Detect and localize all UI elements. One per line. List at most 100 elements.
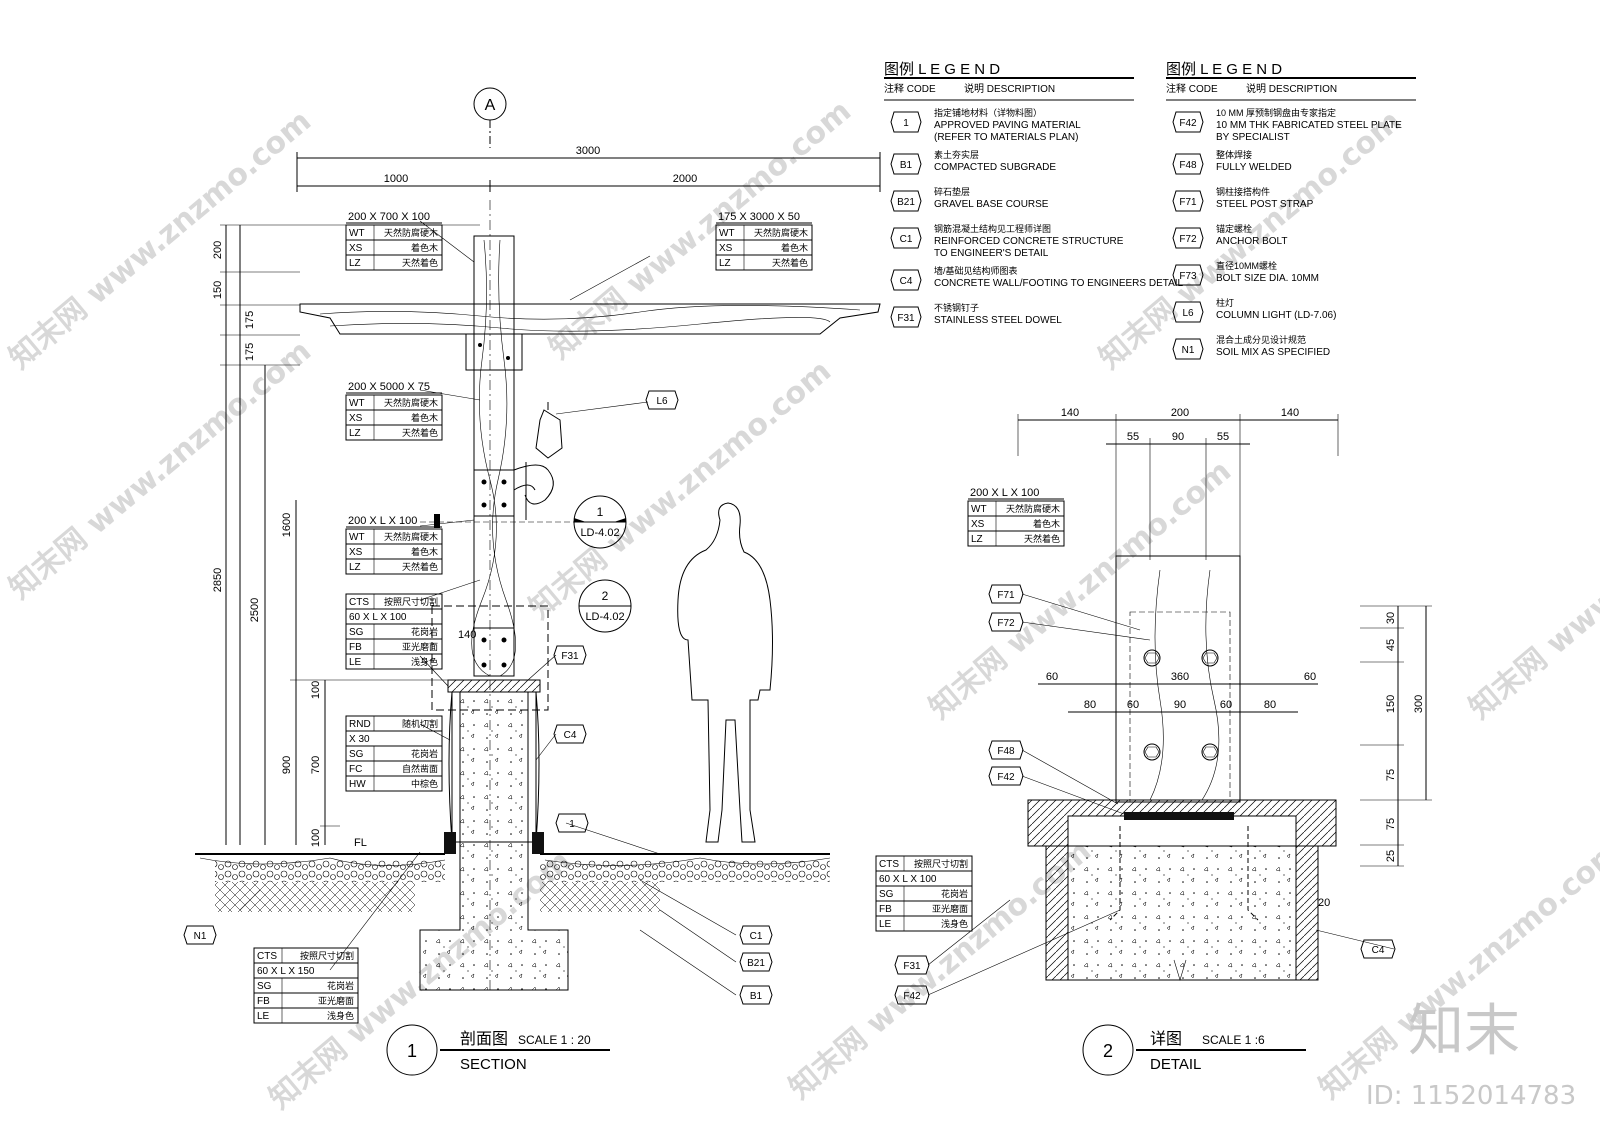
dim-right: 2000	[673, 173, 697, 185]
legend-desc-cn: 指定铺地材料（详物料图）	[934, 107, 1042, 118]
tag-1: 1	[555, 813, 589, 833]
material-label-code: FB	[349, 642, 362, 653]
legend-code-tag: F73	[1172, 264, 1204, 286]
detail-dim: 45	[1385, 639, 1397, 651]
detail-dim: 60	[1046, 671, 1058, 683]
tag-f72: F72	[988, 612, 1024, 632]
detail-dim: 80	[1084, 699, 1096, 711]
legend-code-tag: L6	[1172, 301, 1204, 323]
legend-code-tag: B21	[890, 190, 922, 212]
post	[473, 235, 515, 677]
material-label-title: 200 X 5000 X 75	[348, 381, 430, 393]
detail-dim: 20	[1318, 897, 1330, 909]
dim-v: 100	[310, 829, 322, 847]
legend-code-tag: F31	[890, 306, 922, 328]
legend-code: C4	[900, 276, 913, 287]
watermark-text: 知末网 www.znzmo.com	[543, 94, 858, 367]
legend-col-desc: 说明 DESCRIPTION	[1246, 82, 1337, 95]
ground-layers	[195, 853, 831, 912]
anchor-bolts	[1143, 649, 1219, 761]
legend-col-code: 注释 CODE	[884, 82, 936, 95]
material-label-code: SG	[879, 889, 894, 900]
tag-code: C4	[1372, 945, 1385, 956]
section-title-en: SECTION	[460, 1056, 527, 1073]
material-label-desc: 着色木	[411, 412, 438, 423]
material-label-code: LE	[257, 1011, 270, 1022]
section-title: 1 剖面图 SCALE 1 : 20 SECTION	[386, 1024, 610, 1076]
dim-v: 1600	[281, 513, 293, 537]
material-label-code: CTS	[257, 951, 277, 962]
tag-b1: B1	[739, 985, 773, 1005]
material-label-code: LZ	[719, 258, 731, 269]
tag-f42: F42	[894, 985, 930, 1005]
legend-desc-cn: 锚定螺栓	[1216, 223, 1252, 234]
detail-dim: 200	[1171, 407, 1189, 419]
legend-desc-cn: 柱灯	[1216, 297, 1234, 308]
legend-desc-en: APPROVED PAVING MATERIAL	[934, 120, 1081, 131]
material-label-desc: 按照尺寸切割	[914, 858, 968, 869]
beam	[299, 303, 881, 335]
material-label-title: 200 X L X 100	[970, 487, 1039, 499]
svg-text:F31: F31	[561, 651, 579, 662]
material-label-code: SG	[257, 981, 272, 992]
watermark-text: 知末网 www.znzmo.com	[1313, 834, 1600, 1107]
material-label-code: XS	[349, 547, 363, 558]
material-label-desc: 亚光磨面	[932, 903, 968, 914]
legend-code: B1	[900, 160, 913, 171]
material-label-code: WT	[971, 504, 987, 515]
legend-desc-en: BOLT SIZE DIA. 10MM	[1216, 273, 1319, 284]
material-label-code: RND	[349, 719, 371, 730]
svg-text:1: 1	[597, 505, 604, 519]
material-label-desc: 自然凿面	[402, 763, 438, 774]
legend-desc-en: GRAVEL BASE COURSE	[934, 199, 1049, 210]
material-label-title: 200 X 700 X 100	[348, 211, 430, 223]
material-label-desc: 花岗岩	[411, 748, 438, 759]
detail-dim: 75	[1385, 818, 1397, 830]
stone-pier	[419, 679, 569, 991]
svg-text:C1: C1	[750, 931, 763, 942]
column-light	[513, 402, 563, 520]
material-label-desc: 天然防腐硬木	[754, 227, 808, 238]
legend-code: B21	[897, 197, 915, 208]
detail-title-num: 2	[1103, 1041, 1113, 1061]
svg-text:2: 2	[602, 589, 609, 603]
material-label-code: XS	[349, 413, 363, 424]
svg-text:N1: N1	[194, 931, 207, 942]
dim-v: 175	[244, 343, 256, 361]
legend-col-code: 注释 CODE	[1166, 82, 1218, 95]
material-label-title: 175 X 3000 X 50	[718, 211, 800, 223]
detail-dim: 60	[1220, 699, 1232, 711]
legend-desc-cn: 素土夯实层	[934, 149, 979, 160]
legend-desc-cn: 10 MM 厚预制钢盘由专家指定	[1216, 107, 1336, 118]
material-label-code: LZ	[349, 562, 361, 573]
dim-v: 900	[281, 756, 293, 774]
section-title-num: 1	[407, 1041, 417, 1061]
detail-dim: 30	[1385, 612, 1397, 624]
tag-f42: F42	[988, 766, 1024, 786]
material-label-code: 60 X L X 100	[349, 612, 407, 623]
tag-code: F71	[997, 590, 1015, 601]
legend-desc-en: REINFORCED CONCRETE STRUCTURE	[934, 236, 1124, 247]
material-label-code: CTS	[349, 597, 369, 608]
watermark-id: ID: 1152014783	[1366, 1081, 1576, 1111]
detail-dim: 80	[1264, 699, 1276, 711]
material-label-desc: 天然着色	[1024, 533, 1060, 544]
legend-code: F72	[1179, 234, 1197, 245]
human-figure	[677, 502, 773, 843]
detail-dim: 140	[1281, 407, 1299, 419]
legend-code: F73	[1179, 271, 1197, 282]
material-label-code: LZ	[349, 258, 361, 269]
material-label-code: WT	[349, 398, 365, 409]
legend-desc-en: STEEL POST STRAP	[1216, 199, 1314, 210]
material-label-code: X 30	[349, 734, 370, 745]
grid-marker-label: A	[485, 97, 496, 114]
legend-desc-cn: 整体焊接	[1216, 149, 1252, 160]
legend-col-desc: 说明 DESCRIPTION	[964, 82, 1055, 95]
